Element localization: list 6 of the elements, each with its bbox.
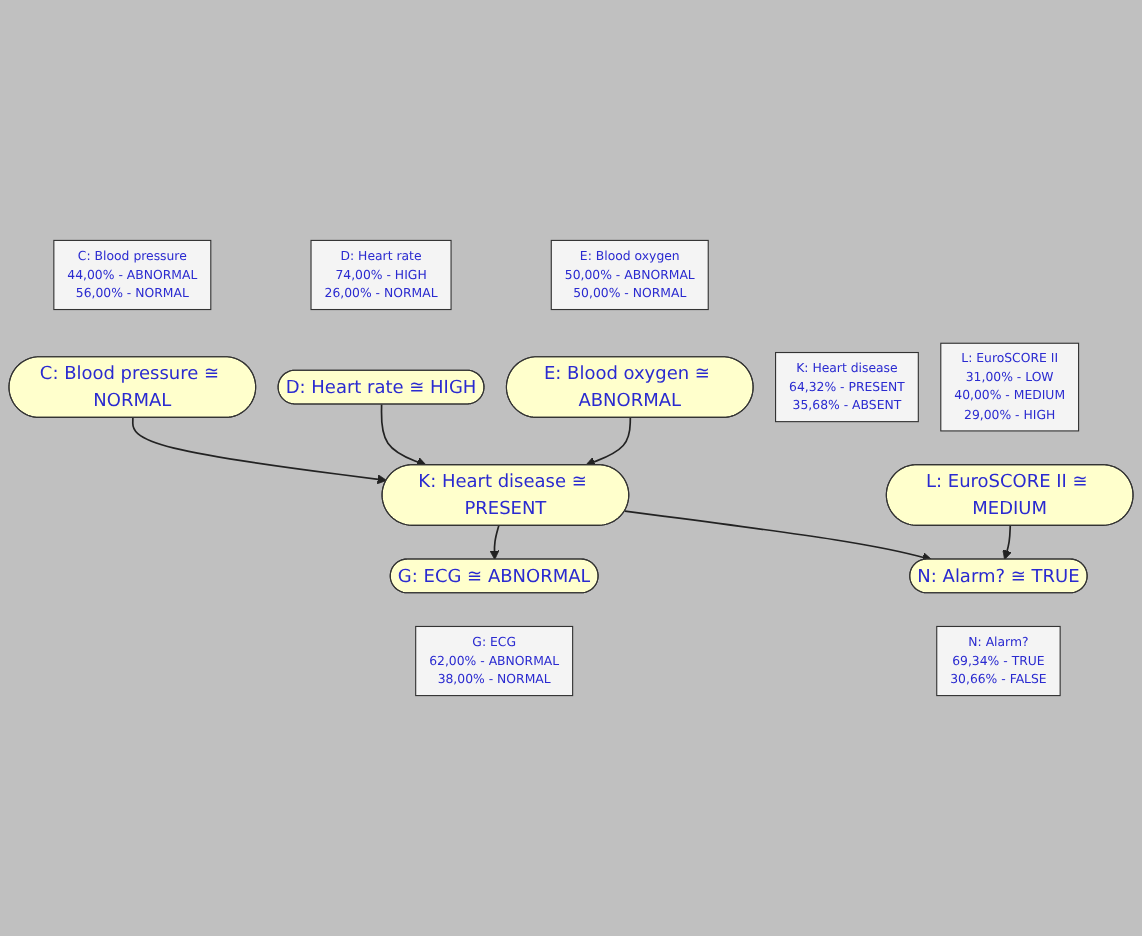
arrow	[380, 403, 427, 467]
arrow	[624, 510, 933, 563]
arrow	[585, 417, 632, 467]
arrow	[1002, 525, 1012, 561]
arrow	[131, 417, 388, 485]
arrow	[489, 525, 500, 561]
